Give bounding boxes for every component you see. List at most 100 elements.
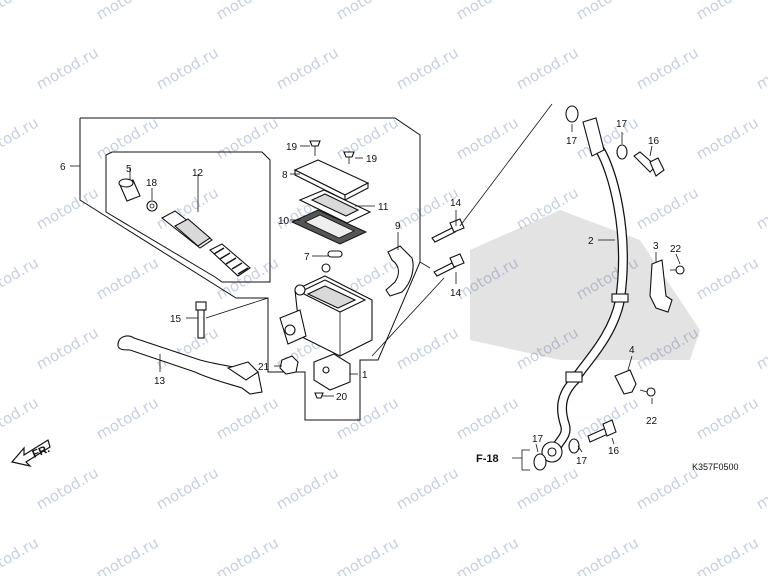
watermark-text: motod.ru (0, 393, 42, 443)
brake-light-switch (313, 353, 351, 391)
sealing-washer (533, 105, 628, 471)
piston-cup (118, 178, 141, 202)
watermark-text: motod.ru (153, 43, 222, 93)
watermark-text: motod.ru (93, 0, 162, 23)
watermark-text: motod.ru (0, 113, 42, 163)
brake-hose (541, 117, 629, 463)
brake-lever (117, 335, 263, 395)
front-direction-indicator: FR. (10, 439, 52, 468)
watermark-text: motod.ru (0, 253, 42, 303)
watermark-text: motod.ru (513, 463, 582, 513)
callout-14-upper: 14 (450, 198, 462, 209)
diaphragm-plate (298, 189, 372, 224)
watermark-text: motod.ru (693, 253, 762, 303)
watermark-text: motod.ru (33, 183, 102, 233)
watermark-text: motod.ru (753, 463, 768, 513)
watermark-text: motod.ru (693, 393, 762, 443)
callout-7: 7 (304, 252, 310, 263)
callout-17-top-left: 17 (566, 136, 578, 147)
reference-label: F-18 (476, 453, 499, 465)
watermark-text: motod.ru (693, 0, 762, 23)
watermark-text: motod.ru (753, 323, 768, 373)
watermark-text: motod.ru (33, 463, 102, 513)
pivot-nut (279, 355, 299, 375)
callout-11: 11 (378, 202, 389, 213)
watermark-text: motod.ru (93, 393, 162, 443)
float-indicator (327, 250, 343, 258)
watermark-text: motod.ru (213, 0, 282, 23)
watermark-text: motod.ru (573, 533, 642, 576)
watermark-text: motod.ru (573, 0, 642, 23)
hose-clamp-lower (614, 369, 637, 395)
piston-assembly (161, 210, 251, 277)
callout-22-upper: 22 (670, 244, 682, 255)
piston-kit-frame (105, 151, 271, 283)
watermark-text: motod.ru (33, 323, 102, 373)
brand-shading (470, 210, 700, 360)
holder-bolt-lower (433, 253, 465, 277)
watermark-text: motod.ru (513, 43, 582, 93)
watermark-text: motod.ru (453, 0, 522, 23)
callout-12: 12 (192, 168, 204, 179)
watermark-text: motod.ru (93, 253, 162, 303)
callout-4: 4 (629, 345, 635, 356)
hose-clamp-upper (649, 259, 673, 313)
holder-bolt-upper (431, 218, 465, 243)
watermark-text: motod.ru (33, 43, 102, 93)
callout-19-right: 19 (366, 154, 378, 165)
callout-10: 10 (278, 216, 290, 227)
leader-lines (70, 124, 681, 471)
callout-17-bottom-left: 17 (532, 434, 544, 445)
watermark-text: motod.ru (393, 463, 462, 513)
watermark-text: motod.ru (453, 533, 522, 576)
callout-14-lower: 14 (450, 288, 462, 299)
watermark-text: motod.ru (693, 113, 762, 163)
oil-bolt-upper (633, 151, 665, 177)
watermark-text: motod.ru (633, 183, 702, 233)
callout-1: 1 (362, 370, 368, 381)
watermark-text: motod.ru (333, 0, 402, 23)
watermark-text: motod.ru (393, 43, 462, 93)
watermark-text: motod.ru (93, 113, 162, 163)
assembly-frame (79, 117, 421, 421)
clamp-bolt-lower (639, 387, 656, 397)
diaphragm (290, 209, 368, 245)
watermark-text: motod.ru (453, 113, 522, 163)
callout-22-lower: 22 (646, 416, 658, 427)
connection-lines (205, 103, 553, 357)
callout-13: 13 (154, 376, 166, 387)
master-cylinder-body (279, 263, 373, 357)
watermark-text: motod.ru (333, 533, 402, 576)
lever-pivot-bolt (195, 301, 207, 339)
callout-19-left: 19 (286, 142, 298, 153)
circlip (146, 200, 158, 212)
watermark-text: motod.ru (153, 463, 222, 513)
master-cylinder-holder (385, 245, 414, 297)
watermark-text: motod.ru (213, 533, 282, 576)
callout-6: 6 (60, 162, 66, 173)
watermark-text: motod.ru (393, 323, 462, 373)
callout-16-lower: 16 (608, 446, 620, 457)
callout-21: 21 (258, 362, 270, 373)
watermark-text: motod.ru (273, 43, 342, 93)
clamp-bolt-upper (670, 265, 685, 275)
callout-15: 15 (170, 314, 182, 325)
watermark-text: motod.ru (693, 533, 762, 576)
callout-2: 2 (588, 236, 594, 247)
watermark-text: motod.ru (753, 43, 768, 93)
watermark-text: motod.ru (753, 183, 768, 233)
reservoir-screw (309, 140, 355, 164)
callout-3: 3 (653, 241, 659, 252)
callout-8: 8 (282, 170, 288, 181)
watermark-text: motod.ru (93, 533, 162, 576)
callout-17-top-right: 17 (616, 119, 628, 130)
watermark-text: motod.ru (453, 393, 522, 443)
switch-screw (314, 392, 324, 399)
callout-9: 9 (395, 221, 401, 232)
callout-20: 20 (336, 392, 348, 403)
callout-labels: 1 2 3 4 5 6 7 8 9 10 11 12 13 14 14 15 1… (60, 119, 682, 467)
callout-5: 5 (126, 164, 132, 175)
watermark-text: motod.ru (273, 463, 342, 513)
watermark-text: motod.ru (213, 393, 282, 443)
oil-bolt-lower (587, 419, 617, 443)
